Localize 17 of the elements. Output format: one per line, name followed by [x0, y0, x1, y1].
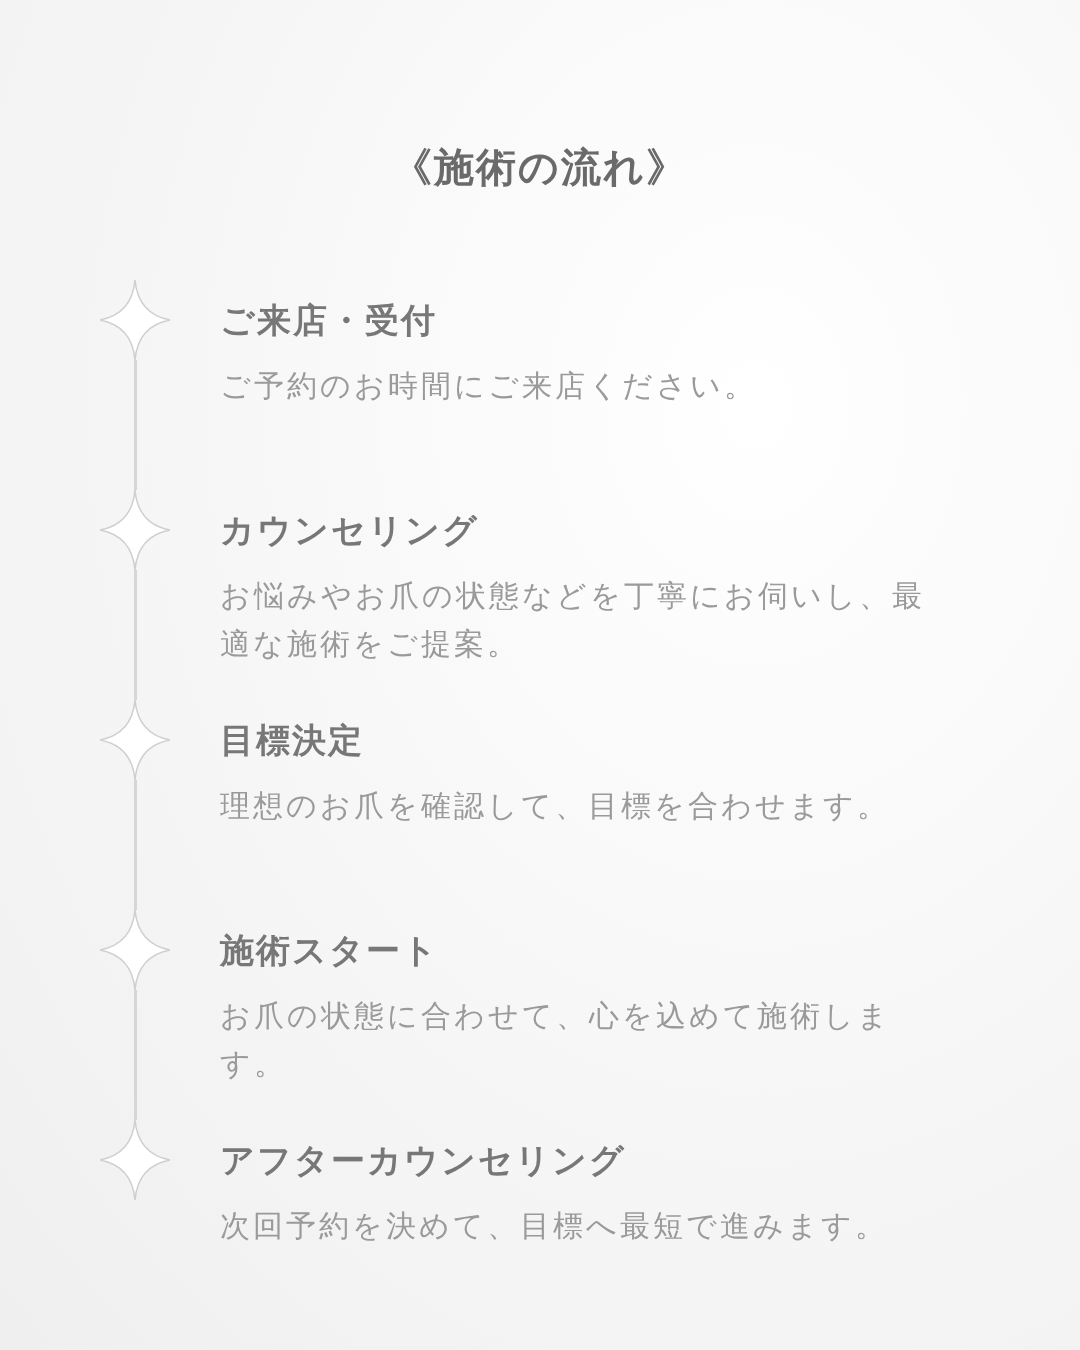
step-description: お爪の状態に合わせて、心を込めて施術します。 [220, 997, 892, 1083]
sparkle-star-icon [100, 700, 170, 780]
step-description: お悩みやお爪の状態などを丁寧にお伺いし、最適な施術をご提案。 [220, 577, 926, 663]
sparkle-star-icon [100, 490, 170, 570]
timeline-line [134, 360, 137, 490]
step-heading: カウンセリング [220, 509, 479, 552]
step-description: 次回予約を決めて、目標へ最短で進みます。 [220, 1207, 889, 1245]
step-heading: 施術スタート [220, 929, 439, 972]
sparkle-star-icon [100, 910, 170, 990]
sparkle-star-icon [100, 280, 170, 360]
step-heading: 目標決定 [220, 719, 364, 762]
step-description: 理想のお爪を確認して、目標を合わせます。 [220, 787, 891, 825]
step-description: ご予約のお時間にご来店ください。 [220, 367, 758, 405]
step-heading: ご来店・受付 [220, 299, 437, 342]
step-heading: アフターカウンセリング [220, 1139, 626, 1182]
sparkle-star-icon [100, 1120, 170, 1200]
title: 《施術の流れ》 [391, 143, 689, 192]
